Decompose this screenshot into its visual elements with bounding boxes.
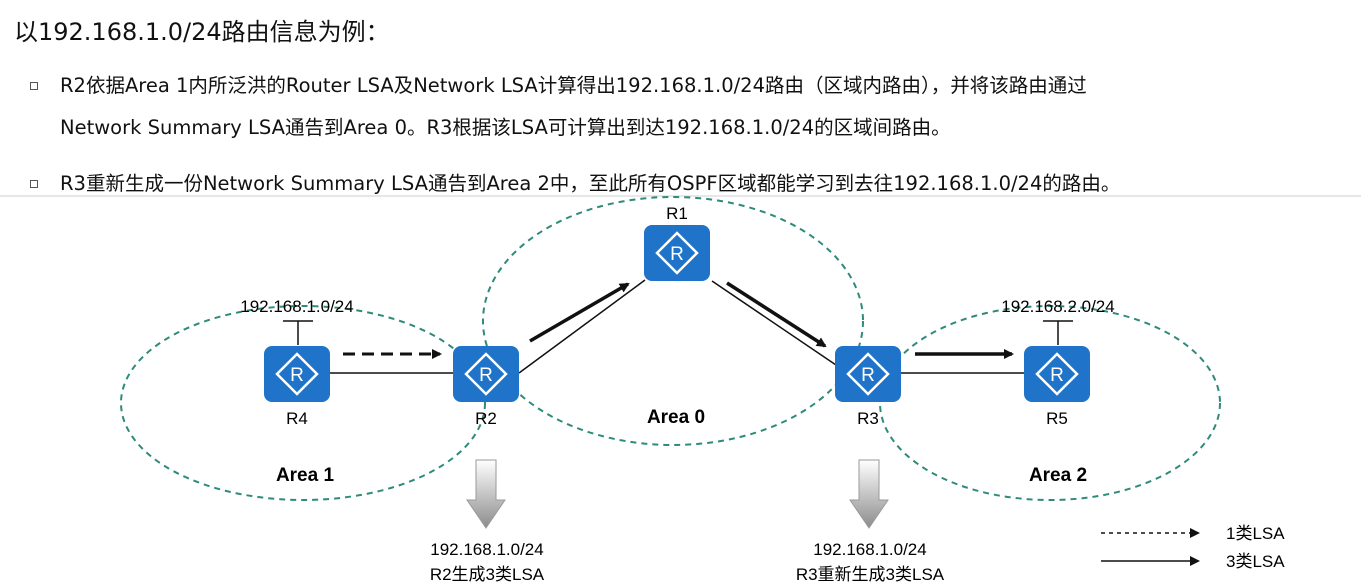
r2-output-caption: R2生成3类LSA [430, 565, 545, 584]
router-r4-icon: R [264, 346, 330, 402]
area-0-label: Area 0 [647, 407, 705, 428]
svg-text:R: R [479, 365, 493, 386]
router-r1-icon: R [644, 225, 710, 281]
bullet-2: R3重新生成一份Network Summary LSA通告到Area 2中，至此… [60, 172, 1121, 195]
router-r5-icon: R [1024, 346, 1090, 402]
bullet-marker-1 [30, 82, 38, 90]
bullet-1-line-1: R2依据Area 1内所泛洪的Router LSA及Network LSA计算得… [60, 74, 1087, 97]
network-r4-label: 192.168.1.0/24 [240, 297, 353, 316]
network-r5-label: 192.168.2.0/24 [1001, 297, 1114, 316]
router-r4-label: R4 [286, 409, 308, 428]
r2-generate-arrow-icon [466, 459, 506, 529]
area-0-boundary [482, 196, 864, 446]
router-r2-label: R2 [475, 409, 497, 428]
link-r1-r3 [711, 280, 837, 366]
legend-dashed-label: 1类LSA [1226, 524, 1285, 543]
svg-text:R: R [290, 365, 304, 386]
area-1-label: Area 1 [276, 465, 335, 486]
r2-output-network: 192.168.1.0/24 [430, 540, 543, 559]
page-title: 以192.168.1.0/24路由信息为例： [14, 18, 390, 46]
svg-text:R: R [1050, 365, 1064, 386]
r3-output-caption: R3重新生成3类LSA [796, 565, 945, 584]
r3-generate-arrow-icon [849, 459, 889, 529]
area-1-boundary [120, 305, 486, 501]
area-2-boundary [879, 305, 1221, 501]
router-r5-label: R5 [1046, 409, 1068, 428]
r3-output-network: 192.168.1.0/24 [813, 540, 926, 559]
svg-text:R: R [670, 244, 684, 265]
router-r3-icon: R [835, 346, 901, 402]
router-r1-label: R1 [666, 204, 688, 223]
bullet-1-line-2: Network Summary LSA通告到Area 0。R3根据该LSA可计算… [60, 116, 951, 139]
area-2-label: Area 2 [1029, 465, 1087, 486]
router-r3-label: R3 [857, 409, 879, 428]
router-r2-icon: R [453, 346, 519, 402]
legend-solid-label: 3类LSA [1226, 552, 1285, 571]
bullet-marker-2 [30, 180, 38, 188]
link-r2-r1 [518, 279, 646, 374]
type3-lsa-arrow-r1-r3 [726, 281, 827, 348]
type3-lsa-arrow-r2-r1 [529, 282, 630, 343]
svg-text:R: R [861, 365, 875, 386]
